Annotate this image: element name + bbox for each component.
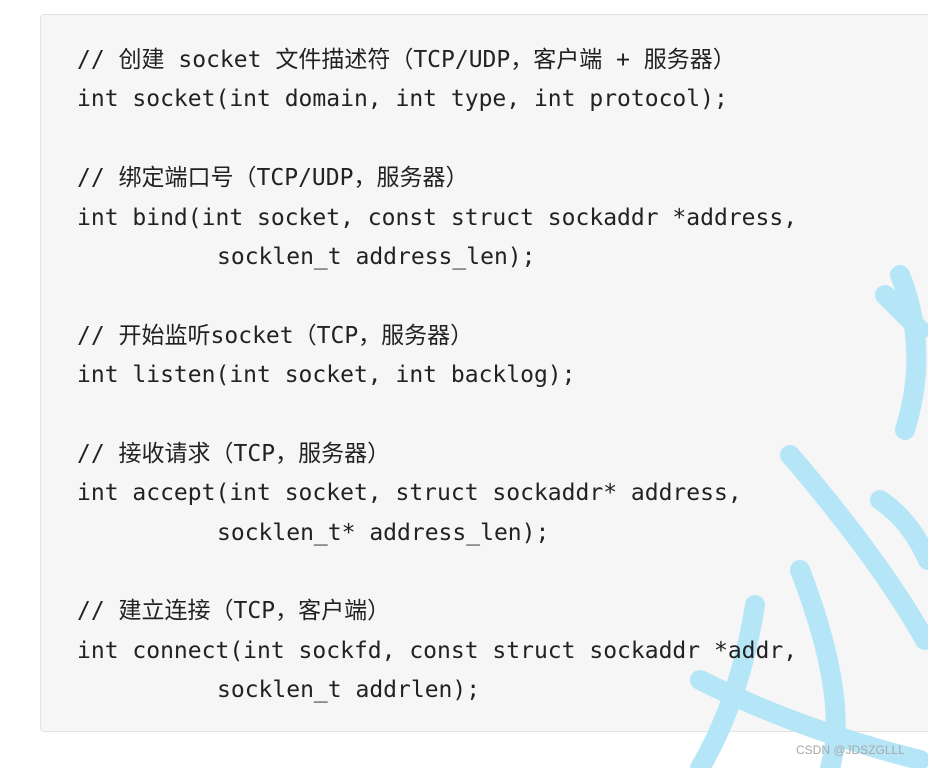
code-line: socklen_t* address_len);: [77, 514, 797, 553]
code-listing: // 创建 socket 文件描述符（TCP/UDP，客户端 + 服务器） int…: [77, 41, 797, 711]
watermark-label: CSDN @JDSZGLLL: [796, 743, 905, 757]
code-line: [77, 120, 797, 159]
code-line: int connect(int sockfd, const struct soc…: [77, 632, 797, 671]
code-line-text: // 绑定端口号（TCP/UDP，服务器）: [77, 165, 469, 192]
code-line: int socket(int domain, int type, int pro…: [77, 80, 797, 119]
code-line: int listen(int socket, int backlog);: [77, 356, 797, 395]
code-line: socklen_t addrlen);: [77, 671, 797, 710]
code-line-text: int socket(int domain, int type, int pro…: [77, 86, 728, 113]
code-line-text: // 开始监听socket（TCP，服务器）: [77, 322, 474, 349]
code-line-text: // 创建 socket 文件描述符（TCP/UDP，客户端 + 服务器）: [77, 47, 736, 73]
code-line-text: socklen_t address_len);: [217, 243, 536, 270]
code-line-text: // 建立连接（TCP，客户端）: [77, 598, 391, 625]
code-line-text: int bind(int socket, const struct sockad…: [77, 204, 798, 231]
code-line-text: int listen(int socket, int backlog);: [77, 362, 576, 389]
code-line: int bind(int socket, const struct sockad…: [77, 199, 797, 238]
code-line: // 接收请求（TCP，服务器）: [77, 435, 797, 474]
code-line-text: int accept(int socket, struct sockaddr* …: [77, 480, 742, 507]
code-line: [77, 553, 797, 592]
code-line: [77, 396, 797, 435]
code-line-text: int connect(int sockfd, const struct soc…: [77, 637, 798, 664]
code-line: [77, 277, 797, 316]
code-line: // 创建 socket 文件描述符（TCP/UDP，客户端 + 服务器）: [77, 41, 797, 80]
code-line: // 开始监听socket（TCP，服务器）: [77, 317, 797, 356]
code-line: socklen_t address_len);: [77, 238, 797, 277]
code-line-text: socklen_t* address_len);: [217, 519, 550, 546]
code-line: int accept(int socket, struct sockaddr* …: [77, 474, 797, 513]
code-line-text: // 接收请求（TCP，服务器）: [77, 440, 391, 467]
code-line-text: socklen_t addrlen);: [217, 677, 481, 704]
code-line: // 绑定端口号（TCP/UDP，服务器）: [77, 159, 797, 198]
code-line: // 建立连接（TCP，客户端）: [77, 592, 797, 631]
